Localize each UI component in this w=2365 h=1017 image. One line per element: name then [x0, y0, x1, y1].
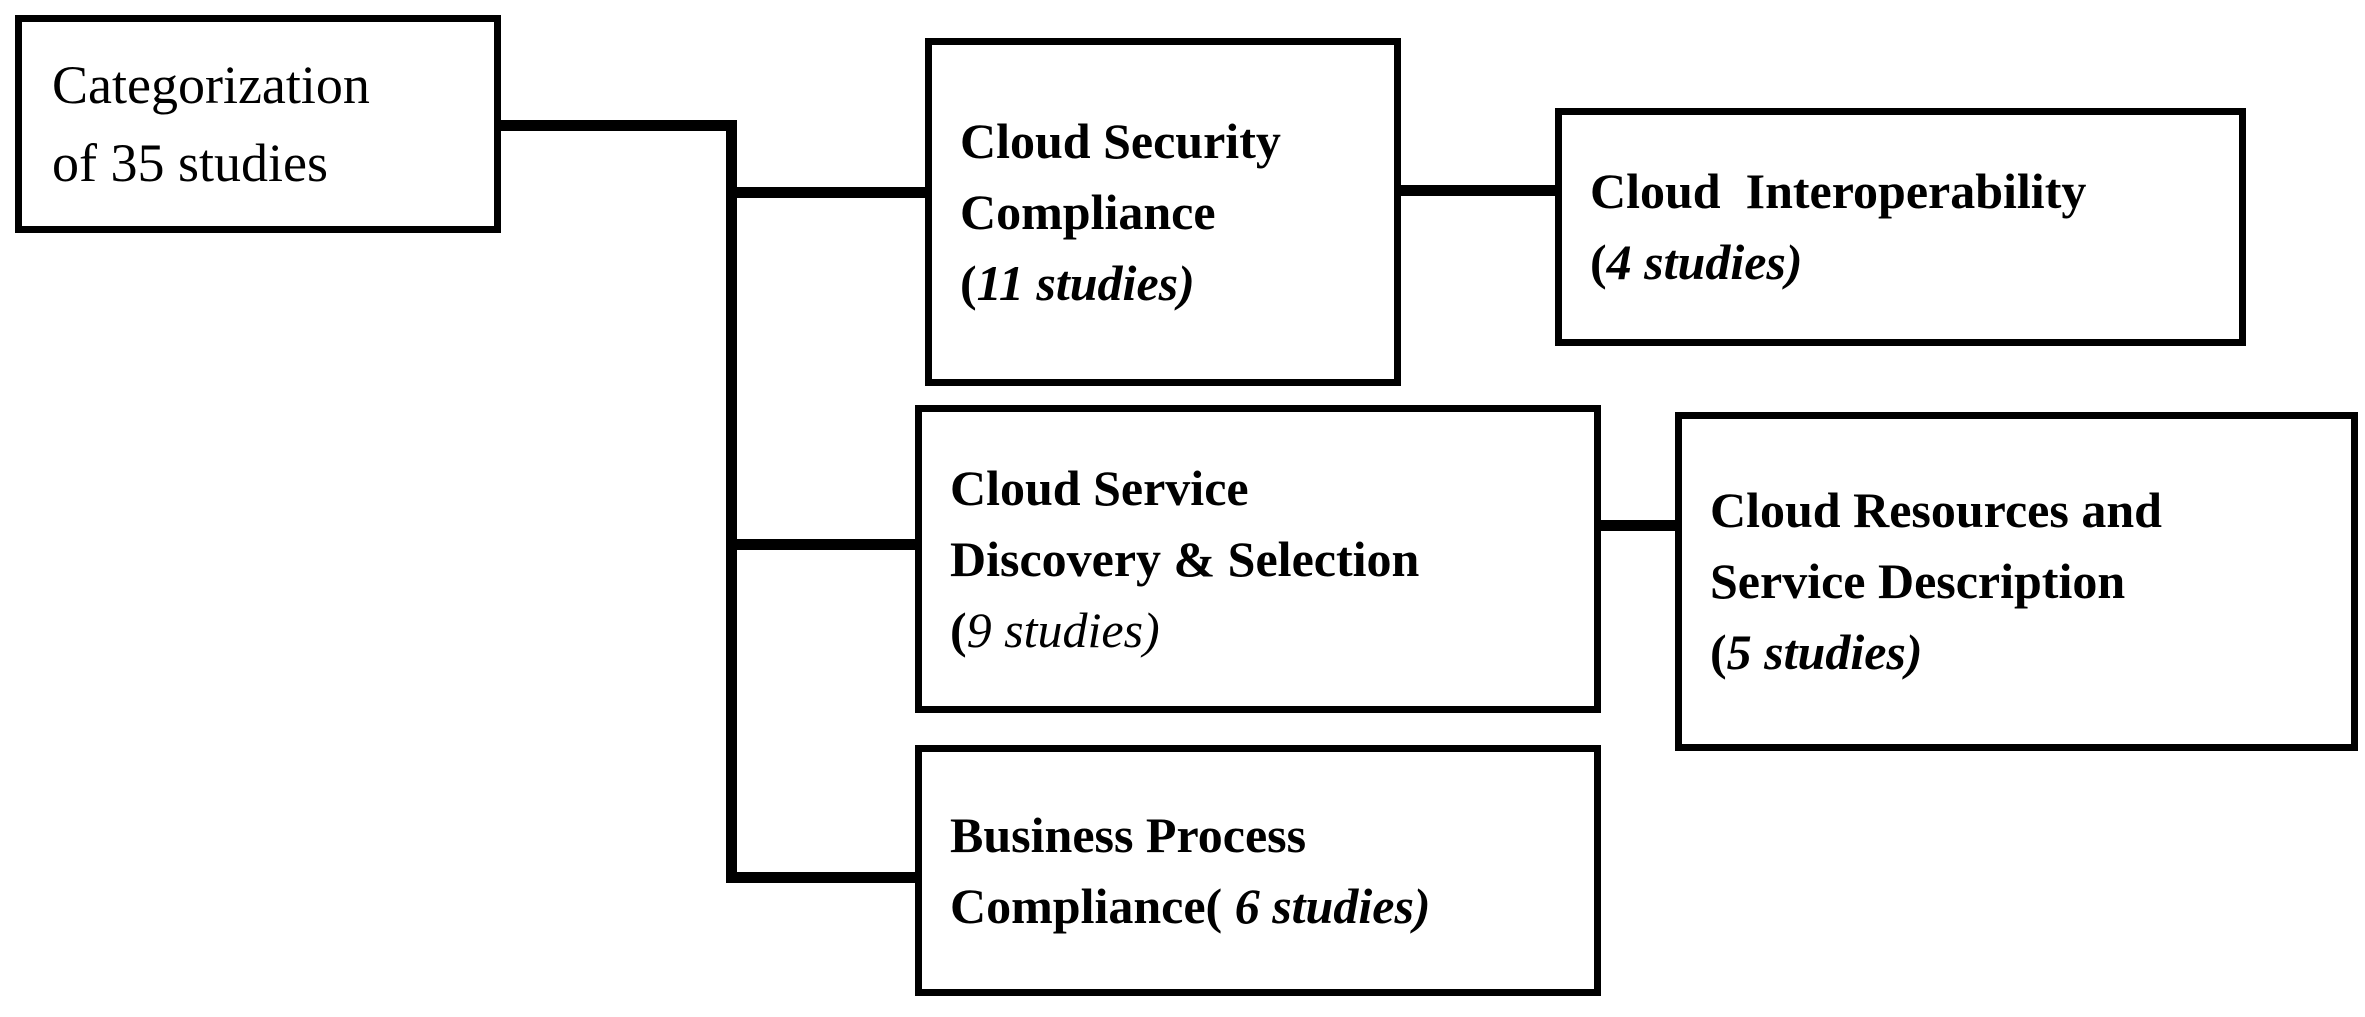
node-cloud-security-compliance-count: (11 studies)	[960, 248, 1394, 319]
connector-security-to-interoperability	[1394, 185, 1562, 196]
count-open-paren: (	[1710, 624, 1727, 680]
connector-branch-business	[730, 872, 920, 883]
node-categorization[interactable]: Categorization of 35 studies	[15, 15, 501, 233]
node-business-process-compliance-line2: Compliance( 6 studies)	[950, 871, 1594, 942]
node-categorization-line2: of 35 studies	[52, 133, 328, 193]
connector-discovery-to-resources	[1594, 520, 1682, 531]
node-cloud-resources-service-description-count: (5 studies)	[1710, 617, 2351, 688]
node-cloud-interoperability-count: (4 studies)	[1590, 227, 2239, 298]
connector-trunk-vertical	[726, 120, 737, 883]
connector-branch-discovery	[730, 539, 920, 550]
count-open-paren: (	[1590, 234, 1607, 290]
node-cloud-service-discovery-selection-line1: Cloud Service	[950, 459, 1249, 516]
count-open-paren: (	[950, 601, 967, 658]
node-business-process-compliance-line1: Business Process	[950, 806, 1307, 863]
node-cloud-service-discovery-selection-line2: Discovery & Selection	[950, 530, 1420, 587]
node-cloud-service-discovery-selection-count: (9 studies)	[950, 595, 1594, 666]
node-cloud-resources-service-description-line2: Service Description	[1710, 553, 2126, 609]
count-studies-label: 6 studies)	[1222, 877, 1431, 934]
node-cloud-service-discovery-selection[interactable]: Cloud Service Discovery & Selection (9 s…	[915, 405, 1601, 713]
node-cloud-interoperability-line1: Cloud Interoperability	[1590, 163, 2087, 219]
count-studies-label: 9 studies)	[966, 601, 1160, 658]
connector-branch-security	[730, 187, 930, 198]
node-cloud-interoperability[interactable]: Cloud Interoperability (4 studies)	[1555, 108, 2246, 346]
node-cloud-security-compliance-line2: Compliance	[960, 183, 1216, 240]
count-open-paren: (	[960, 254, 977, 311]
node-categorization-line1: Categorization	[52, 54, 370, 115]
count-studies-label: 11 studies)	[976, 254, 1195, 311]
node-cloud-security-compliance[interactable]: Cloud Security Compliance (11 studies)	[925, 38, 1401, 386]
node-business-process-compliance[interactable]: Business Process Compliance( 6 studies)	[915, 745, 1601, 996]
node-cloud-security-compliance-line1: Cloud Security	[960, 112, 1281, 169]
node-cloud-resources-service-description-line1: Cloud Resources and	[1710, 482, 2162, 538]
count-studies-label: 5 studies)	[1726, 624, 1923, 680]
node-cloud-resources-service-description[interactable]: Cloud Resources and Service Description …	[1675, 412, 2358, 751]
count-studies-label: 4 studies)	[1606, 234, 1803, 290]
count-open-paren: Compliance(	[950, 877, 1223, 934]
connector-root-trunk-horizontal	[495, 120, 737, 131]
